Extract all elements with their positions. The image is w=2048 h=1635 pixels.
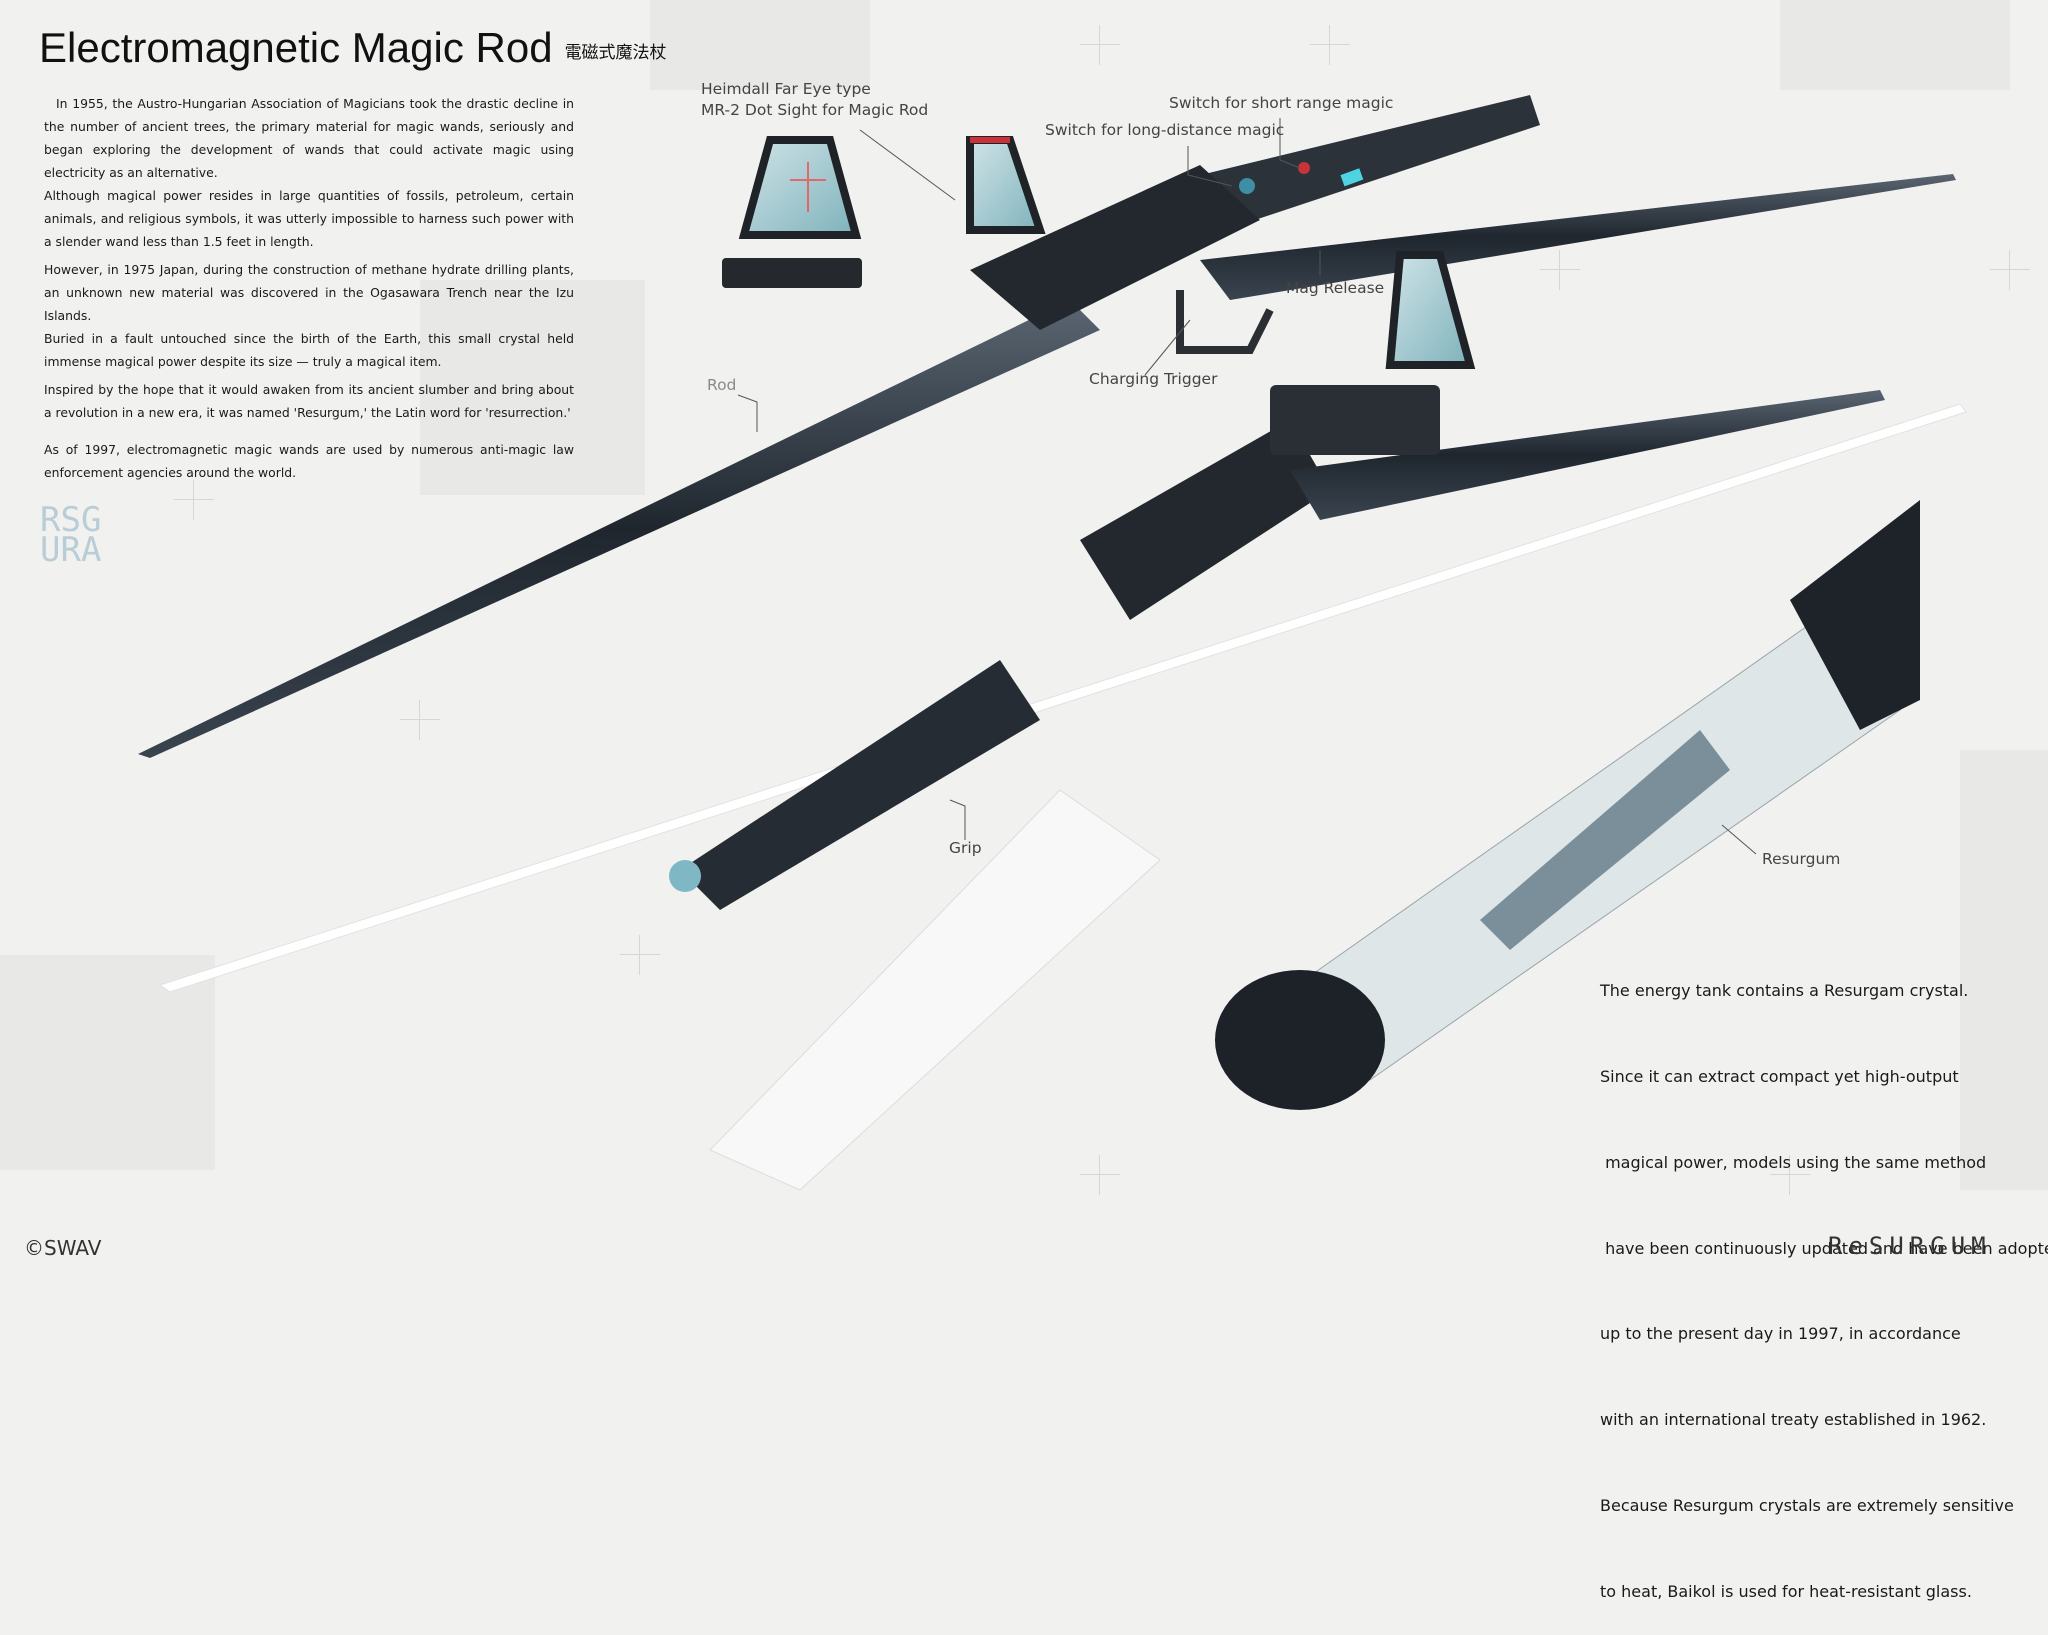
grid-cross: [400, 700, 440, 740]
grid-cross: [174, 480, 214, 520]
label-resurgum: Resurgum: [1762, 850, 1841, 868]
second-grip: [680, 660, 1040, 910]
intro-paragraph: Although magical power resides in large …: [44, 188, 574, 249]
energy-tank-description: The energy tank contains a Resurgam crys…: [1600, 920, 2048, 1635]
label-charging-trigger: Charging Trigger: [1089, 370, 1218, 388]
tank-cap-top: [1790, 500, 1920, 730]
short-range-switch: [1298, 162, 1310, 174]
grid-cross: [1770, 1155, 1810, 1195]
sight-detail: [738, 136, 862, 239]
intro-paragraph: However, in 1975 Japan, during the const…: [44, 262, 574, 323]
grid-cross: [1080, 25, 1120, 65]
bg-panel: [0, 955, 215, 1170]
tank-line: magical power, models using the same met…: [1600, 1152, 1987, 1172]
intro-paragraph: Buried in a fault untouched since the bi…: [44, 331, 574, 369]
trigger-guard: [1176, 290, 1274, 354]
magic-rod-illustration: [138, 95, 1967, 1191]
second-rod: [1290, 390, 1885, 520]
tank-line: up to the present day in 1997, in accord…: [1600, 1324, 1961, 1344]
grid-cross: [1540, 250, 1580, 290]
main-rod-tip: [1200, 174, 1956, 300]
title-japanese: 電磁式魔法杖: [564, 43, 667, 63]
label-short-range-switch: Switch for short range magic: [1169, 94, 1394, 112]
grid-cross: [620, 935, 660, 975]
bg-panel: [420, 280, 645, 495]
tank-cap-bottom: [1215, 970, 1385, 1110]
main-grip: [1180, 95, 1540, 235]
grid-cross: [1310, 25, 1350, 65]
tank-line: Since it can extract compact yet high-ou…: [1600, 1066, 1959, 1086]
label-long-distance-switch: Switch for long-distance magic: [1045, 121, 1285, 139]
main-receiver: [970, 165, 1260, 330]
tank-line: with an international treaty established…: [1600, 1410, 1987, 1430]
grid-cross: [1990, 250, 2030, 290]
label-sight-line1: Heimdall Far Eye type: [701, 80, 871, 98]
main-rod: [138, 300, 1100, 758]
resurgum-logo: ReSURGUM: [1828, 1232, 1992, 1260]
copyright: ©SWAV: [24, 1236, 102, 1260]
tank-crystal: [1480, 730, 1730, 950]
main-sight: [966, 136, 1046, 234]
second-sight: [1385, 251, 1476, 369]
label-mag-release: Mag Release: [1286, 279, 1385, 297]
tank-line: have been continuously updated and have …: [1600, 1238, 2048, 1258]
label-sight-line2: MR-2 Dot Sight for Magic Rod: [701, 101, 929, 119]
intro-paragraph: As of 1997, electromagnetic magic wands …: [44, 442, 574, 480]
resurgum-vertical-logo: RSGURA: [40, 500, 102, 570]
page-title: Electromagnetic Magic Rod 電磁式魔法杖: [39, 24, 667, 72]
intro-text: In 1955, the Austro-Hungarian Associatio…: [44, 92, 574, 484]
label-rod: Rod: [707, 376, 737, 394]
intro-paragraph: Inspired by the hope that it would awake…: [44, 382, 574, 420]
tank-line: The energy tank contains a Resurgam crys…: [1600, 981, 1969, 1001]
second-receiver: [1080, 420, 1330, 620]
bg-panel: [650, 0, 870, 90]
bg-panel: [1780, 0, 2010, 90]
tank-line: to heat, Baikol is used for heat-resista…: [1600, 1581, 1972, 1601]
long-distance-switch: [1239, 178, 1255, 194]
grid-cross: [1080, 1155, 1120, 1195]
title-text: Electromagnetic Magic Rod: [39, 24, 553, 71]
bg-panel: [1960, 750, 2048, 1190]
tank-line: Because Resurgum crystals are extremely …: [1600, 1495, 2014, 1515]
ghost-grip: [709, 789, 1161, 1191]
ghost-rod: [158, 403, 1967, 993]
label-grip: Grip: [949, 839, 982, 857]
intro-paragraph: In 1955, the Austro-Hungarian Associatio…: [44, 96, 574, 180]
